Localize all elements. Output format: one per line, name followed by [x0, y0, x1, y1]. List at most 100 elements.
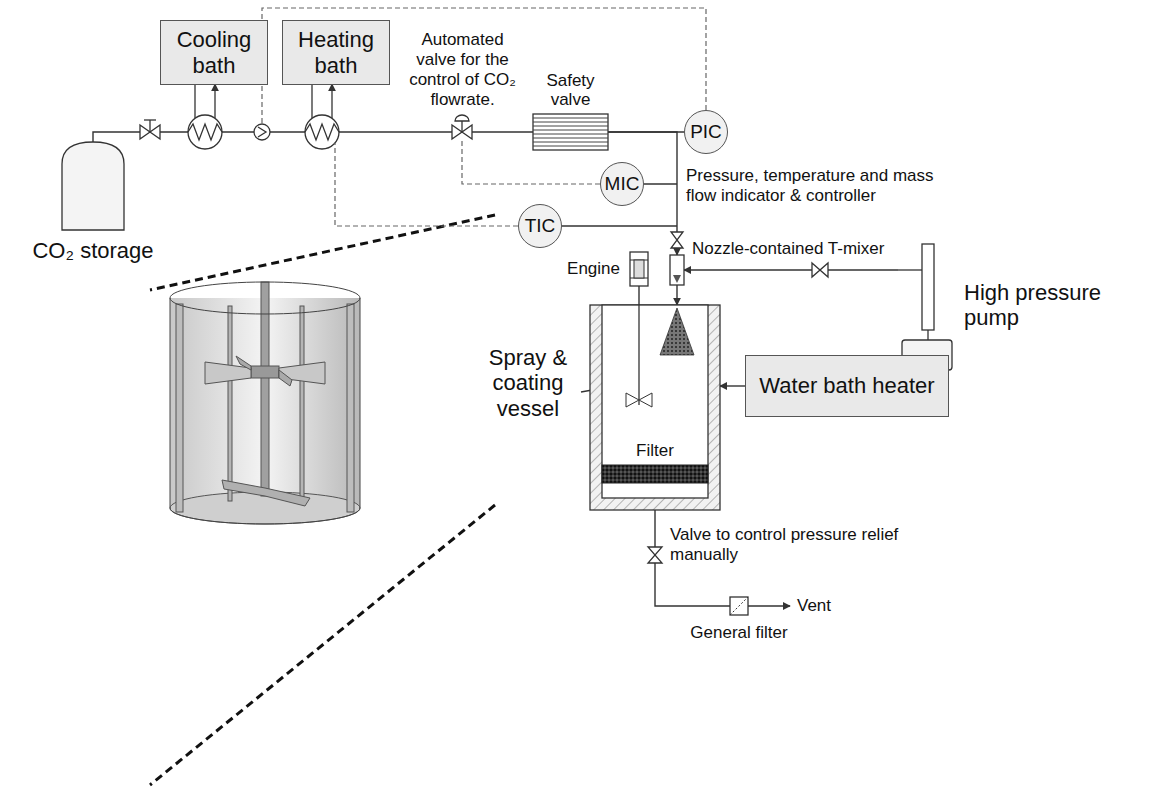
inset-zoom-lines [150, 505, 495, 785]
storage-cylinder: CO₂ storage [62, 142, 124, 230]
shape-part [927, 330, 928, 340]
shape-part [533, 126, 608, 127]
node-label: Cooling bath [164, 27, 264, 78]
node-label: CO₂ storage [32, 238, 153, 263]
sensor-tap-lines [644, 183, 677, 184]
manual-valve [149, 120, 150, 132]
bath-loop-lines [311, 82, 312, 118]
controller-circle: TIC [518, 204, 562, 248]
process-box: Heating bath [282, 20, 390, 85]
general-filter: General filter [730, 597, 748, 615]
co2-pump-symbol [254, 124, 270, 140]
general-filter-shape [730, 597, 748, 615]
shape-part [533, 122, 608, 123]
vessel-inset-illustration [347, 304, 354, 512]
automated-valve [461, 121, 462, 132]
shape-part [638, 305, 639, 405]
shape-part [626, 393, 639, 407]
manual-valve [144, 119, 156, 120]
filter-band-shape [602, 465, 708, 483]
manual-valve [648, 547, 662, 563]
node-label: PIC [690, 121, 722, 143]
heat-exchanger [188, 124, 222, 140]
node-label: High pressure pump [964, 280, 1144, 331]
shape-part [630, 252, 648, 286]
vent-arrow [748, 605, 790, 606]
node-label: TIC [525, 215, 556, 237]
node-label: Safety valve [529, 71, 613, 110]
shape-part [533, 134, 608, 135]
sensor-tap-lines [562, 225, 677, 226]
manual-valve [812, 263, 828, 277]
vessel-inset-illustration [279, 370, 292, 386]
filter-band: Filter [602, 465, 708, 483]
shape-part [590, 305, 720, 510]
stirrer-engine: Engine [630, 252, 648, 286]
valve-note: Valve to control pressure relief manuall… [670, 525, 920, 565]
shape-part [730, 597, 748, 615]
vessel-inset-illustration [228, 306, 232, 501]
heat-exchanger [188, 115, 339, 149]
bath-loop-lines [331, 84, 332, 118]
shape-part [730, 597, 748, 615]
coating-vessel: FilterSpray & coating vessel [590, 305, 720, 510]
shape-part [533, 146, 608, 147]
valve-note: Automated valve for the control of CO₂ f… [400, 30, 525, 110]
co2-pump-symbol [258, 127, 266, 137]
shape-part [670, 255, 684, 285]
storage-cylinder-shape [62, 142, 124, 230]
vessel-inset-illustration [170, 298, 171, 508]
controller-circle: MIC [600, 162, 644, 206]
vessel-inset-illustration [236, 356, 251, 370]
vessel-inset-illustration [176, 304, 183, 512]
automated-valve [455, 115, 469, 121]
node-label: Nozzle-contained T-mixer [692, 239, 884, 259]
controller-circle: PIC [684, 110, 728, 154]
pipe-connector [676, 285, 677, 305]
vessel-inset-illustration [170, 282, 360, 314]
inset-zoom-lines [150, 215, 495, 785]
node-label: Water bath heater [759, 373, 934, 398]
stirrer-engine-shape [630, 252, 648, 286]
shape-part [898, 269, 922, 270]
pipe-connector [720, 385, 745, 386]
shape-part [673, 275, 681, 283]
heat-exchanger [188, 115, 222, 149]
shape-part [922, 244, 934, 330]
node-label: Filter [636, 441, 674, 461]
shape-part [660, 308, 694, 355]
shape-part [533, 130, 608, 131]
vessel-inset-illustration [170, 508, 360, 524]
bath-loop-lines [214, 84, 215, 118]
vessel-inset-illustration [222, 480, 310, 506]
vent-arrow [748, 605, 790, 606]
controller-note: Pressure, temperature and mass flow indi… [686, 166, 951, 206]
bath-loop-lines [195, 82, 332, 118]
bath-loop-lines [194, 82, 195, 118]
shape-part [602, 305, 708, 498]
vessel-inset-illustration [360, 298, 361, 508]
node-label: Engine [567, 259, 620, 279]
vessel-inset-illustration [170, 492, 360, 524]
manual-valve [671, 232, 683, 248]
pipe-connector [638, 286, 639, 305]
heat-exchanger [305, 115, 339, 149]
heat-exchanger [305, 124, 339, 140]
t-mixer: Nozzle-contained T-mixer [670, 255, 684, 285]
process-box: Cooling bath [160, 20, 268, 85]
shape-part [62, 142, 124, 230]
pipe-connector [684, 269, 898, 270]
vessel-inset-illustration [251, 366, 279, 378]
node-label: MIC [605, 173, 640, 195]
shape-part [533, 114, 608, 150]
t-mixer-shape [670, 255, 684, 285]
node-label: Spray & coating vessel [476, 345, 580, 421]
shape-part [533, 138, 608, 139]
safety-valve-shape [533, 114, 608, 150]
safety-valve: Safety valve [533, 114, 608, 150]
shape-part [533, 118, 608, 119]
control-signal-lines [262, 8, 706, 124]
shape-part [634, 260, 644, 278]
